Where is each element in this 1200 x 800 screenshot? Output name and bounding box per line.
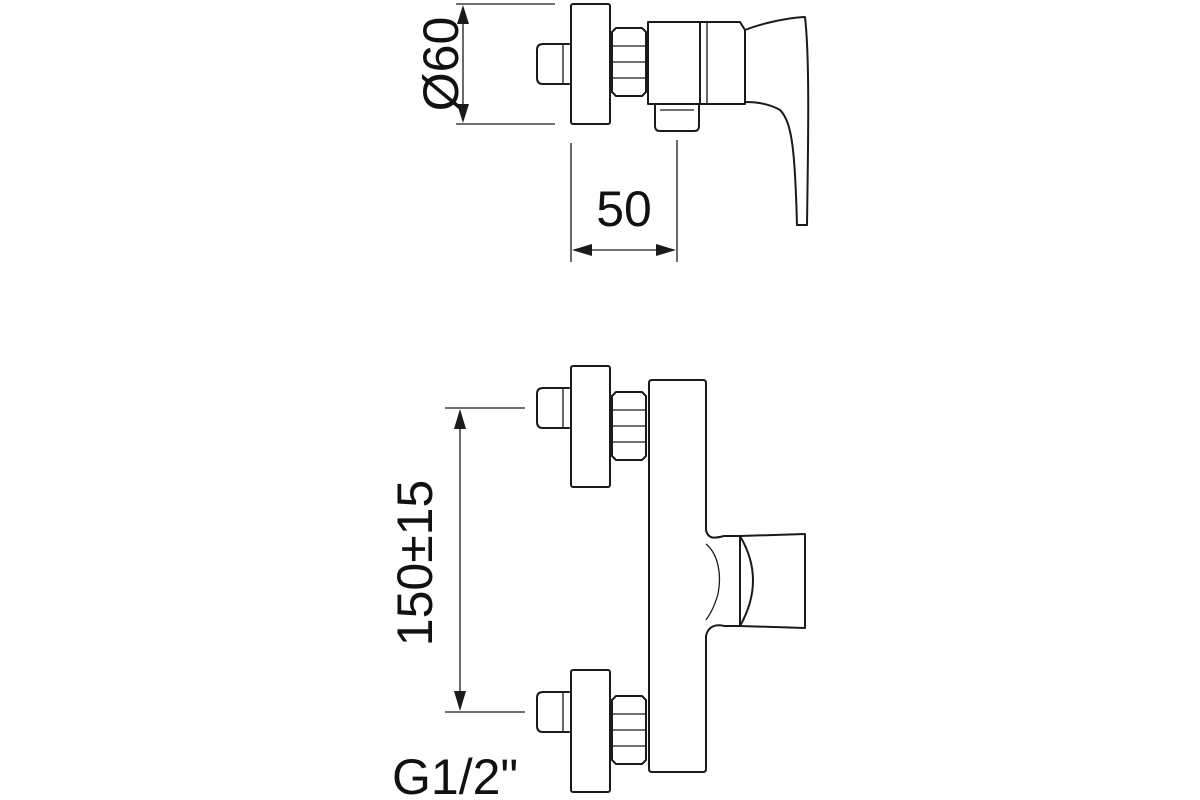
thread-label: G1/2" <box>392 749 518 800</box>
side-mixer-body <box>647 21 746 105</box>
depth-dimension: 50 <box>570 140 678 262</box>
side-outlet <box>654 103 700 132</box>
center-distance-dimension: 150±15 <box>387 407 525 713</box>
side-hex-nut <box>611 27 647 97</box>
front-mixer-body <box>648 379 741 773</box>
diameter-dimension: Ø60 <box>413 3 555 125</box>
front-bottom-connection <box>536 669 647 793</box>
side-lever-handle <box>744 16 810 226</box>
diameter-label: Ø60 <box>413 17 469 112</box>
side-pipe-stub <box>536 43 570 85</box>
side-view <box>536 3 810 226</box>
depth-label: 50 <box>596 181 652 237</box>
front-top-connection <box>536 365 647 488</box>
side-escutcheon <box>570 3 611 125</box>
front-handle <box>739 533 806 629</box>
front-view <box>536 365 806 793</box>
center-distance-label: 150±15 <box>387 480 443 646</box>
